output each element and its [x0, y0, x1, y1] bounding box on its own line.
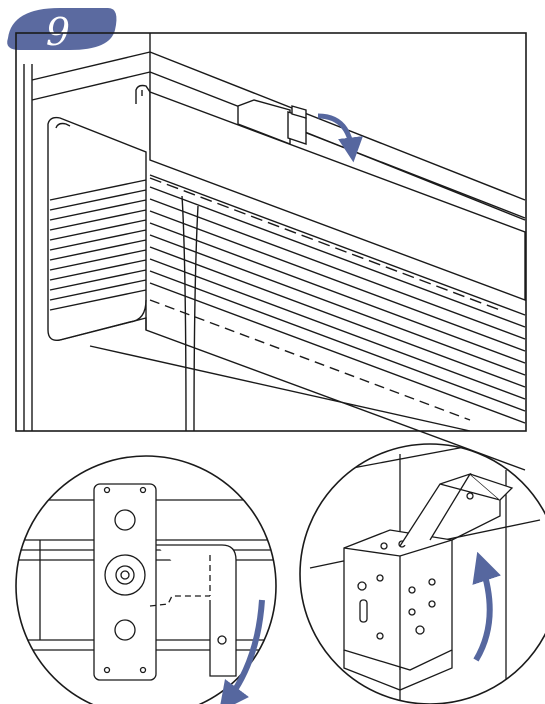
curved-arrow-up-right — [472, 551, 501, 662]
curved-arrow-down-left — [219, 599, 265, 704]
bracket-close-up-left — [15, 455, 277, 704]
step-number-badge: 9 — [7, 8, 117, 54]
slat-stack — [49, 174, 526, 424]
bracket-close-up-right — [299, 443, 545, 704]
top-bracket — [237, 99, 307, 146]
step-number: 9 — [46, 10, 70, 54]
main-scene — [15, 32, 527, 471]
curved-arrow-down — [317, 113, 363, 163]
